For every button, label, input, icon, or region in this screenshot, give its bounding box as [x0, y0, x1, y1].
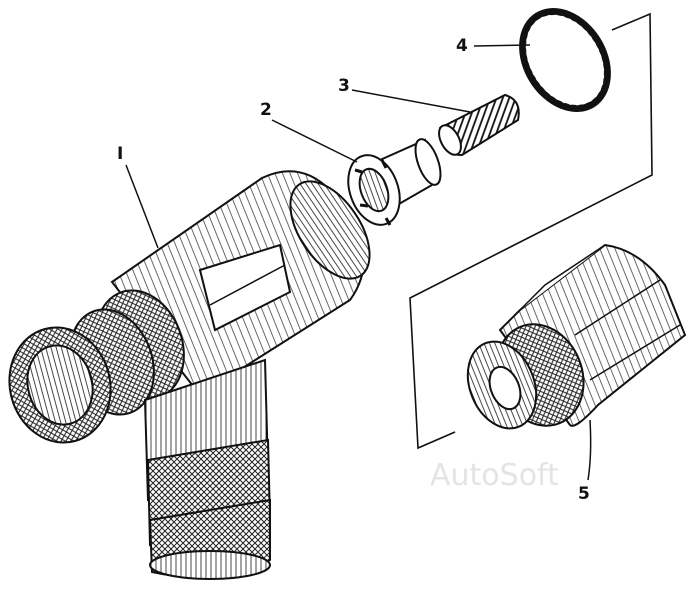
callout-part-2: 2: [260, 100, 272, 120]
watermark-text: AutoSoft: [430, 458, 559, 493]
leader-1: [125, 164, 159, 249]
assembly-bracket: [409, 12, 653, 450]
leader-2: [271, 119, 358, 163]
leader-3: [351, 89, 471, 113]
leader-4: [473, 44, 531, 47]
leader-5: [587, 419, 592, 481]
part-3-spring: [438, 93, 520, 157]
part-5-hex-nut: [466, 243, 687, 430]
callout-part-5: 5: [578, 484, 590, 504]
part-1-tee-body: [8, 170, 371, 580]
leader-lines: [125, 44, 592, 481]
callout-part-1: I: [117, 144, 124, 164]
part-2-collet: [347, 138, 442, 226]
callout-part-3: 3: [338, 76, 350, 96]
part-4-seal-ring: [519, 8, 611, 112]
callout-part-4: 4: [456, 36, 468, 56]
